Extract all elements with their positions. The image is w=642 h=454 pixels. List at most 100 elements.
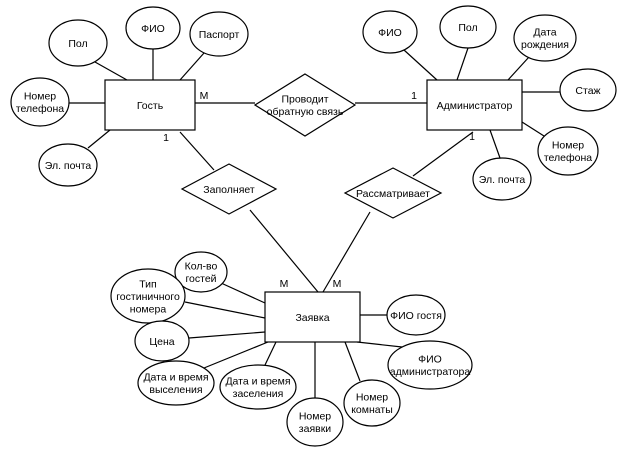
attribute-g-email[interactable]: Эл. почта: [38, 143, 98, 187]
attribute-label-line: ФИО: [378, 27, 402, 39]
relationship-fills[interactable]: Заполняет: [180, 163, 278, 215]
attribute-label-line: гостей: [185, 273, 216, 285]
relationship-label-line: Проводит: [281, 94, 328, 106]
attribute-label-line: Дата: [533, 27, 556, 39]
attribute-g-fio[interactable]: ФИО: [125, 6, 181, 50]
attribute-label-line: Пол: [458, 22, 477, 34]
cardinality-guest-feedback: M: [200, 90, 209, 102]
attribute-label: ФИО: [141, 23, 165, 35]
attribute-label: ФИО: [378, 27, 402, 39]
attribute-ellipse: [110, 268, 186, 324]
attribute-ellipse: [38, 143, 98, 187]
relationship-label-line: Заполняет: [203, 184, 255, 196]
entity-label: Гость: [137, 100, 164, 112]
attribute-label-line: ФИО: [141, 23, 165, 35]
relationship-label: Заполняет: [203, 184, 255, 196]
attribute-label: Стаж: [575, 85, 600, 97]
attribute-label-line: Дата и время: [225, 376, 290, 388]
attribute-r-price[interactable]: Цена: [134, 320, 190, 362]
attribute-a-fio[interactable]: ФИО: [362, 10, 418, 54]
attribute-label-line: телефона: [544, 152, 592, 164]
attribute-label-line: ФИО гостя: [390, 310, 442, 322]
link-a-email: [489, 129, 501, 159]
attribute-label: Эл. почта: [479, 174, 526, 186]
attribute-label-line: Стаж: [575, 85, 600, 97]
relationship-label-line: обратную связь: [267, 106, 344, 118]
attribute-label-line: Номер: [552, 140, 584, 152]
attribute-ellipse: [386, 294, 446, 336]
attribute-ellipse: [472, 157, 532, 201]
attribute-ellipse: [48, 19, 108, 67]
attribute-label: Цена: [149, 336, 174, 348]
attribute-ellipse: [343, 379, 401, 427]
attribute-label-line: выселения: [149, 384, 202, 396]
attribute-label-line: рождения: [521, 39, 569, 51]
attribute-label-line: Номер: [299, 411, 331, 423]
link-a-fio: [403, 49, 438, 81]
attribute-label: Эл. почта: [45, 160, 92, 172]
relationship-diamond: [180, 163, 278, 215]
attribute-label-line: Паспорт: [199, 29, 240, 41]
entity-guest[interactable]: Гость: [104, 79, 196, 131]
link-g-passport: [179, 52, 205, 81]
cardinality-admin-reviews: 1: [469, 131, 475, 143]
attribute-a-pol[interactable]: Пол: [439, 5, 497, 49]
attribute-label-line: Кол-во: [185, 261, 218, 273]
attribute-a-email[interactable]: Эл. почта: [472, 157, 532, 201]
link-r-adminfio: [356, 341, 403, 348]
attribute-label-line: Номер: [356, 392, 388, 404]
attribute-label-line: заявки: [299, 423, 332, 435]
attribute-label-line: Цена: [149, 336, 174, 348]
attribute-ellipse: [559, 68, 617, 112]
attribute-g-passport[interactable]: Паспорт: [189, 11, 249, 57]
attribute-label-line: гостиничного: [116, 291, 180, 303]
attribute-label: ФИО гостя: [390, 310, 442, 322]
cardinality-request-reviews: M: [333, 278, 342, 290]
attribute-ellipse: [137, 360, 215, 406]
entity-box: [264, 291, 361, 343]
entity-admin[interactable]: Администратор: [426, 79, 523, 131]
relationship-reviews[interactable]: Рассматривает: [343, 167, 443, 219]
attribute-ellipse: [174, 251, 228, 293]
link-r-checkin: [264, 341, 277, 366]
link-r-room: [344, 341, 361, 382]
attribute-label-line: комнаты: [351, 404, 393, 416]
attribute-label-line: администратора: [390, 366, 471, 378]
link-reviews-request: [322, 211, 371, 293]
attribute-ellipse: [537, 126, 599, 176]
link-a-pol: [456, 47, 469, 81]
attribute-r-guestfio[interactable]: ФИО гостя: [386, 294, 446, 336]
entity-box: [104, 79, 196, 131]
attribute-label-line: ФИО: [418, 354, 442, 366]
attribute-ellipse: [125, 6, 181, 50]
entity-label: Администратор: [437, 100, 513, 112]
link-a-birth: [507, 56, 530, 81]
link-fills-request: [249, 209, 319, 293]
entity-request[interactable]: Заявка: [264, 291, 361, 343]
link-a-phone: [521, 121, 545, 137]
cardinality-request-fills: M: [280, 278, 289, 290]
attribute-a-exp[interactable]: Стаж: [559, 68, 617, 112]
link-g-pol: [94, 61, 128, 81]
attribute-g-pol[interactable]: Пол: [48, 19, 108, 67]
relationship-diamond: [253, 73, 357, 137]
